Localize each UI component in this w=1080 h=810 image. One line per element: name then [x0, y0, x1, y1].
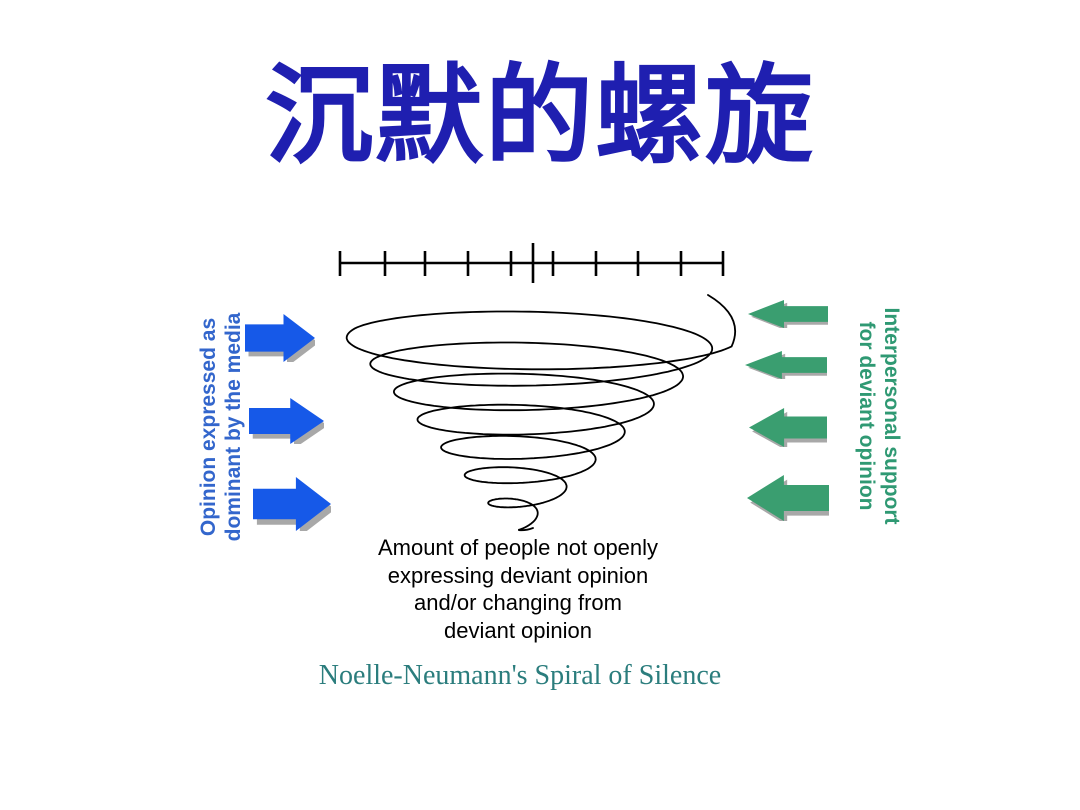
deviant-support-arrow-icon: [749, 408, 827, 447]
ruler-path: [338, 243, 725, 283]
media-opinion-label-line2: dominant by the media: [222, 312, 245, 542]
deviant-support-arrow-icon: [748, 300, 828, 328]
spiral-caption-line: and/or changing from: [414, 590, 622, 615]
interpersonal-support-label: Interpersonal support for deviant opinio…: [852, 292, 904, 540]
interpersonal-support-label-line1: Interpersonal support: [880, 307, 903, 525]
diagram-title: Noelle-Neumann's Spiral of Silence: [318, 660, 722, 691]
spiral-caption-line: deviant opinion: [443, 617, 592, 643]
spiral-caption: Amount of people not openly expressing d…: [318, 534, 718, 644]
spiral-of-silence-icon: [345, 294, 736, 532]
media-pressure-arrow-icon: [249, 398, 324, 444]
spiral-caption-line: Amount of people not openly: [377, 535, 659, 560]
interpersonal-support-label-line2: for deviant opinion: [855, 321, 878, 511]
media-opinion-label: Opinion expressed as dominant by the med…: [196, 298, 248, 556]
media-pressure-arrow-icon: [253, 477, 331, 531]
media-opinion-label-line1: Opinion expressed as: [197, 317, 220, 537]
opinion-scale-ruler: [338, 243, 725, 283]
slide-title: 沉默的螺旋: [264, 55, 815, 176]
spiral-path: [345, 294, 736, 532]
media-pressure-arrow-icon: [245, 314, 315, 362]
deviant-support-arrow-icon: [745, 351, 827, 379]
deviant-support-arrow-icon: [747, 475, 829, 521]
spiral-caption-line: expressing deviant opinion: [387, 562, 649, 588]
